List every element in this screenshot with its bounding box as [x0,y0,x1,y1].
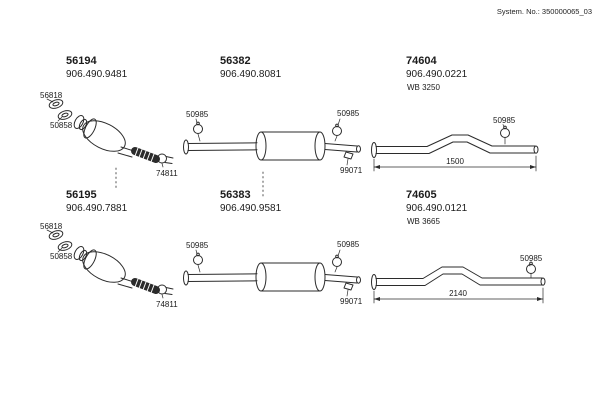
callout-gasket-top: 56818 [40,222,63,231]
clamp-icon [500,125,510,138]
tailpipe-end [540,277,546,286]
catalytic-converter-drawing-top [47,98,173,167]
tailpipe-upper-line [375,134,536,147]
part-number-56195: 56195 [66,189,97,201]
callout-hanger: 99071 [340,166,363,175]
callout-clamp-right: 50985 [337,109,360,118]
leader-line [502,124,506,145]
callout-gasket-top: 56818 [40,91,63,100]
oem-number-74605: 906.490.0121 [406,203,468,214]
center-muffler-drawing-top [184,119,361,165]
wheelbase-note-74605: WB 3665 [407,217,440,226]
part-number-56383: 56383 [220,189,251,201]
oem-number-56382: 906.490.8081 [220,69,282,80]
callout-clamp: 74811 [156,300,178,309]
callout-gasket-bottom: 50858 [50,252,73,261]
dimension-value-1500: 1500 [446,157,464,166]
callout-clamp: 74811 [156,169,178,178]
tailpipe-end [533,145,539,154]
tailpipe-drawing-top [371,124,539,172]
callout-clamp-left: 50985 [186,241,209,250]
system-number: System. No.: 350000065_03 [497,7,592,16]
clamp-icon [526,261,536,274]
dimension-value-2140: 2140 [449,289,467,298]
tailpipe-upper-line [375,266,543,279]
tailpipe-flange [371,142,377,158]
tailpipe-lower-line [375,141,536,154]
part-number-74604: 74604 [406,55,437,67]
dimension-line-1500 [373,155,537,172]
callout-clamp: 50985 [520,254,543,263]
wheelbase-note-74604: WB 3250 [407,83,440,92]
callout-gasket-bottom: 50858 [50,121,73,130]
callout-hanger: 99071 [340,297,363,306]
part-number-56382: 56382 [220,55,251,67]
tailpipe-drawing-bottom [371,261,546,304]
tailpipe-lower-line [375,273,543,286]
oem-number-56194: 906.490.9481 [66,69,128,80]
oem-number-56383: 906.490.9581 [220,203,282,214]
callout-clamp-right: 50985 [337,240,360,249]
callout-clamp: 50985 [493,116,516,125]
dimension-line-2140 [373,287,544,304]
leader-line [528,264,532,278]
callout-clamp-left: 50985 [186,110,209,119]
center-muffler-drawing-bottom [184,250,361,296]
part-number-56194: 56194 [66,55,97,67]
catalytic-converter-drawing-bottom [47,229,173,298]
oem-number-74604: 906.490.0221 [406,69,468,80]
part-number-74605: 74605 [406,189,437,201]
oem-number-56195: 906.490.7881 [66,203,128,214]
tailpipe-flange [371,274,377,290]
